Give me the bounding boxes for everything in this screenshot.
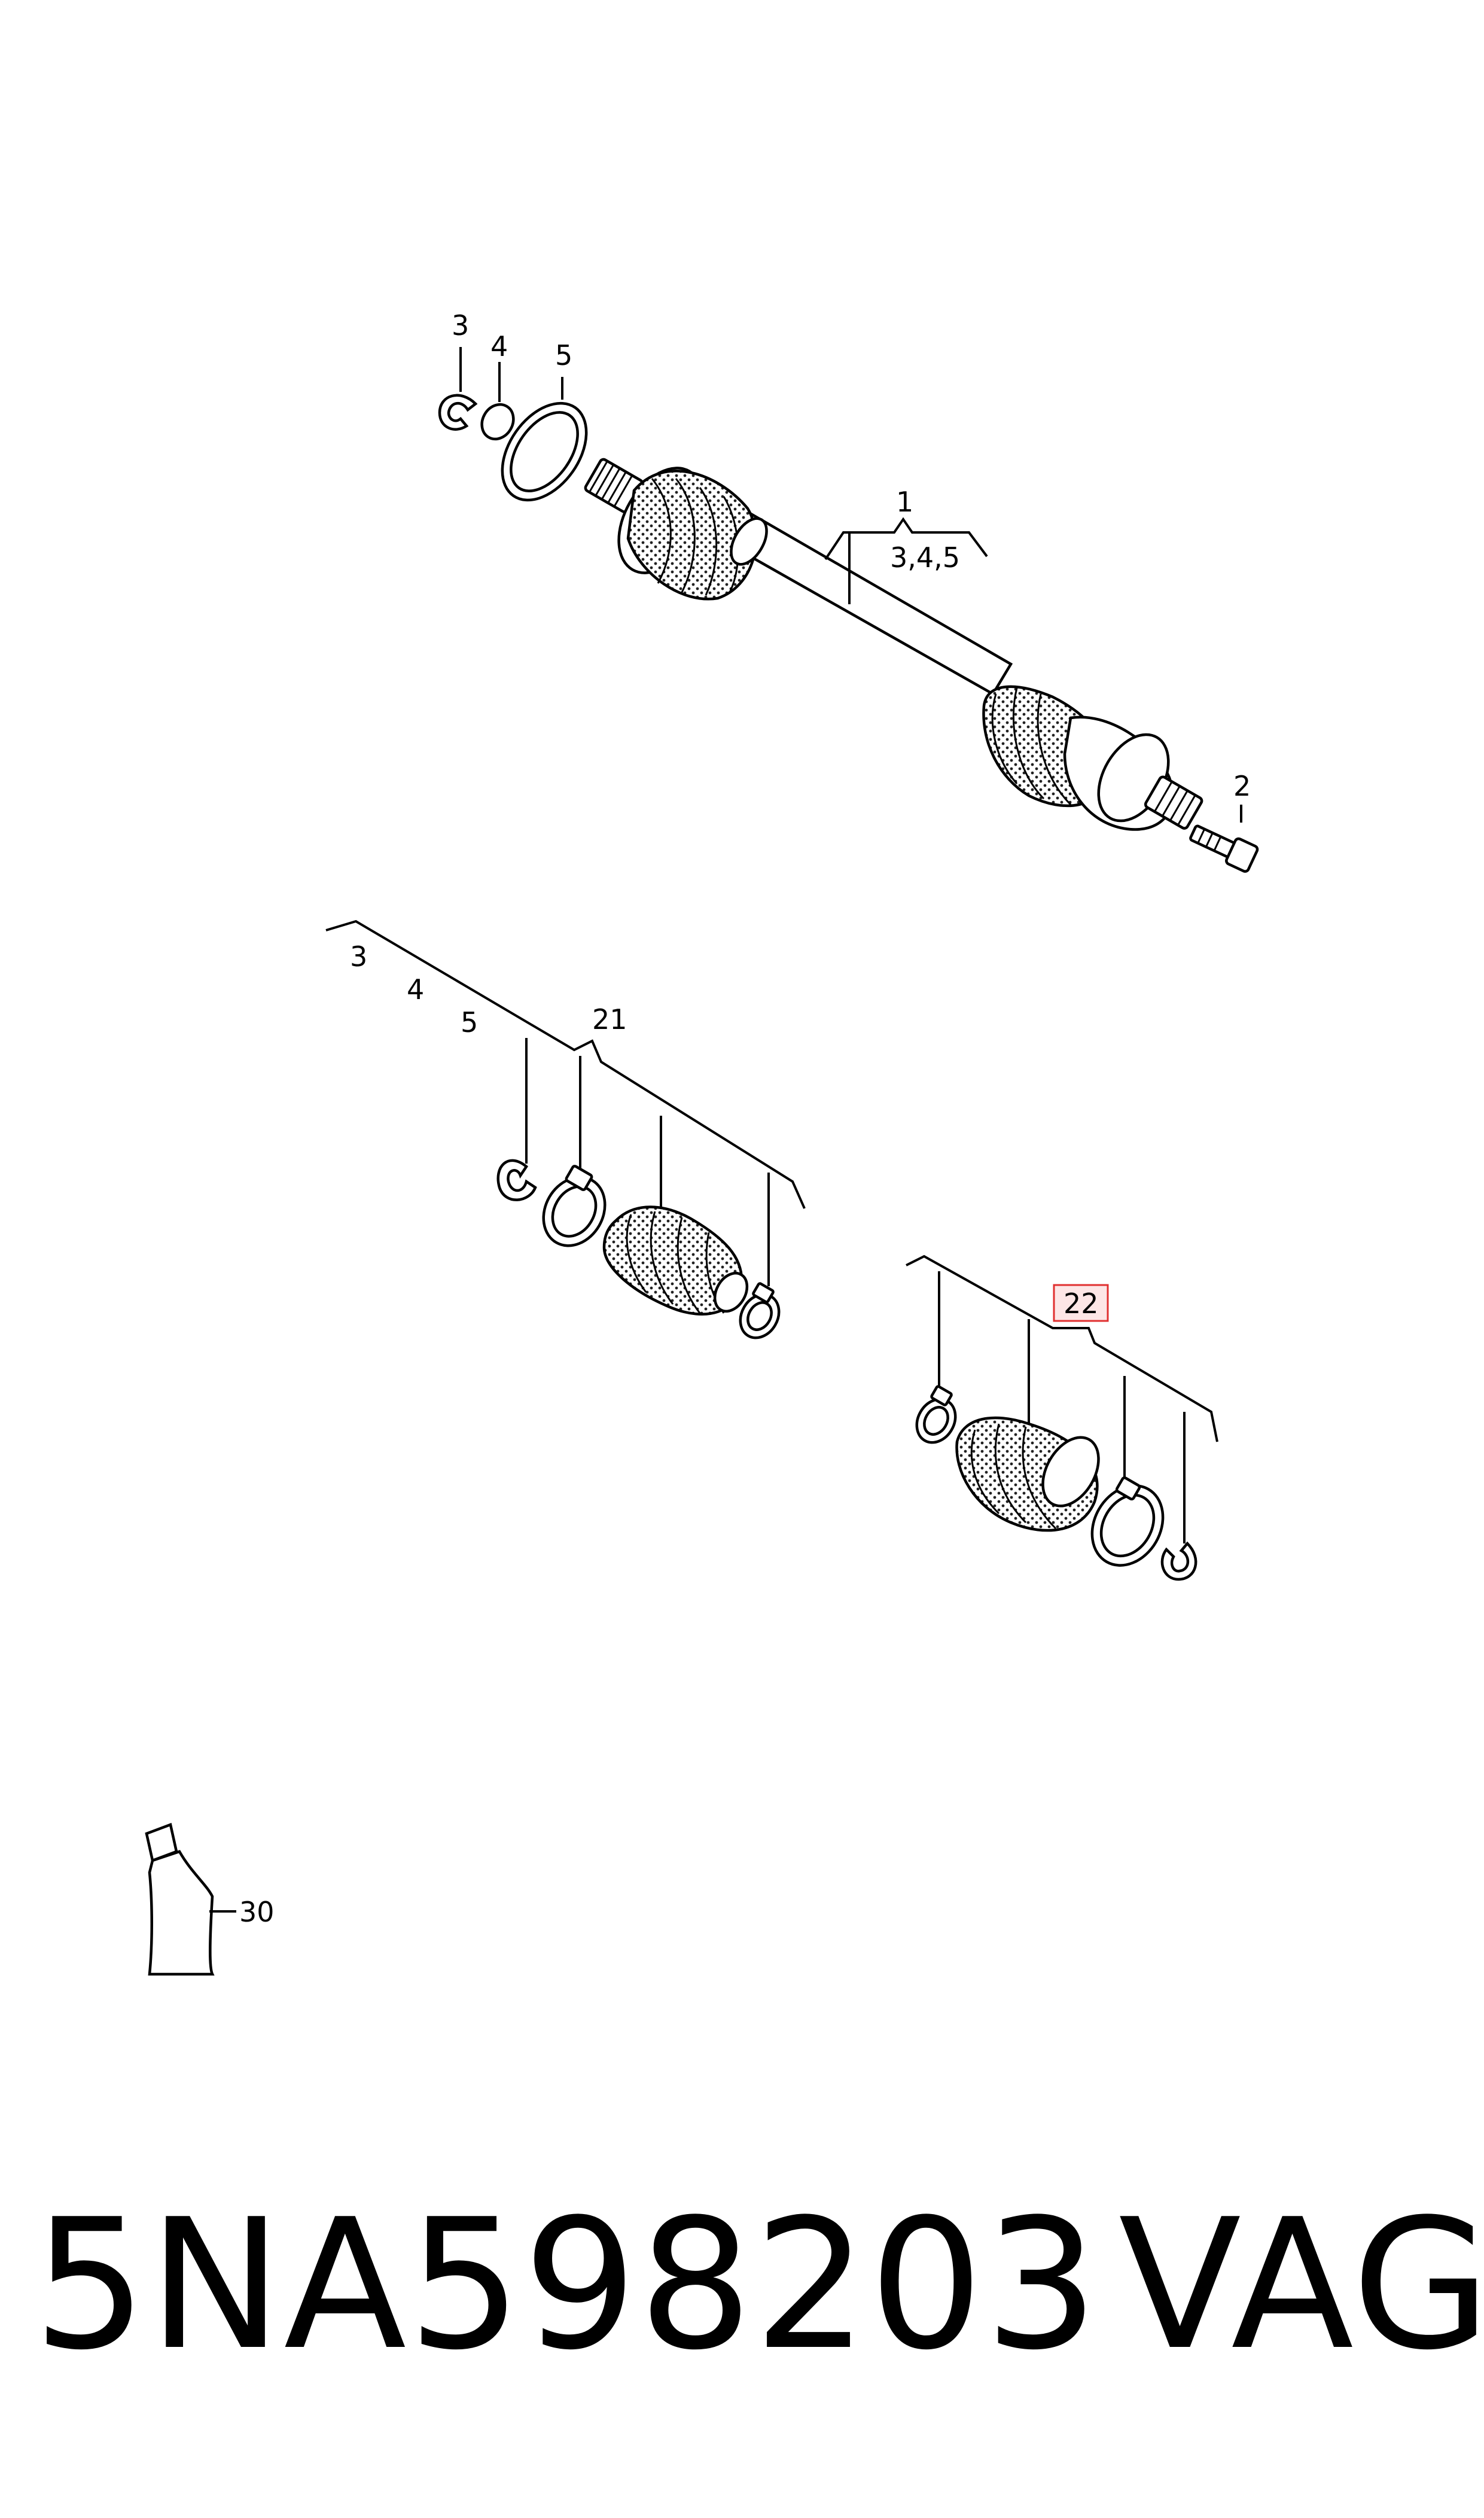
part-footer: 5NA598203 VAG: [33, 2181, 1484, 2423]
callout-5-top: 5: [555, 339, 572, 372]
callout-1: 1: [896, 486, 913, 518]
callout-21: 21: [592, 1003, 627, 1036]
callout-5-group: 5: [461, 1006, 478, 1039]
callout-22-highlight: [1053, 1284, 1109, 1322]
grease-tube-part-30: [145, 1822, 236, 1976]
circlip-part-3: [438, 394, 478, 431]
inner-boot-kit-21: [325, 919, 806, 1339]
callout-30: 30: [239, 1896, 275, 1928]
seal-part-5: [501, 401, 588, 502]
brand-label: VAG: [1119, 2181, 1484, 2389]
outer-boot-kit-22: [906, 1255, 1218, 1581]
part-number: 5NA598203: [33, 2181, 1100, 2389]
callout-22: 22: [1064, 1287, 1099, 1320]
drive-shaft-assembly: [584, 458, 1203, 831]
callout-3-top: 3: [452, 309, 469, 342]
callout-4-top: 4: [490, 330, 508, 363]
bolt-part-2: [1189, 824, 1259, 873]
callout-3-4-5: 3,4,5: [890, 541, 960, 574]
callout-4-group: 4: [407, 973, 424, 1006]
o-ring-part-4: [480, 403, 515, 441]
callout-3-group: 3: [350, 940, 367, 973]
callout-leaders-top: [459, 347, 1242, 823]
callout-2: 2: [1233, 770, 1251, 802]
